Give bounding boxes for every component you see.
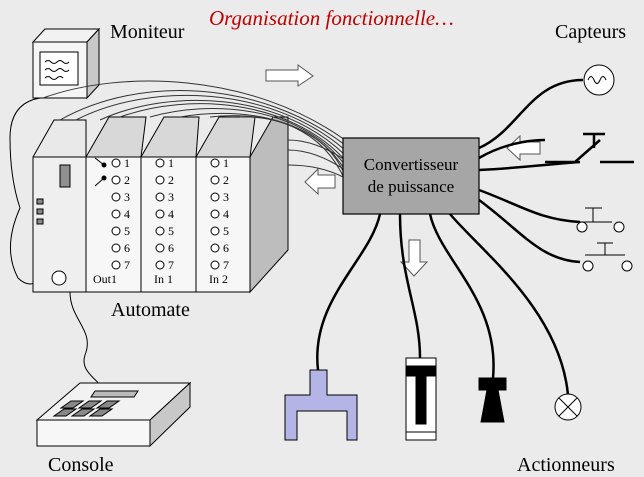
channel-number: 3 <box>124 190 130 204</box>
channel-number: 6 <box>223 241 229 255</box>
label-actionneurs: Actionneurs <box>517 454 615 476</box>
label-capteurs: Capteurs <box>555 21 627 43</box>
converter-label: Convertisseur de puissance <box>343 138 479 214</box>
channel-number: 4 <box>124 207 130 221</box>
channel-number: 4 <box>223 207 229 221</box>
horn-icon <box>478 377 507 423</box>
gripper-icon <box>284 369 358 441</box>
channel-number: 1 <box>124 156 130 170</box>
plc-icon <box>32 116 289 294</box>
cylinder-icon <box>405 357 437 441</box>
switch-icon <box>545 132 634 164</box>
converter-box <box>342 137 480 215</box>
console-icon <box>35 381 192 448</box>
channel-number: 3 <box>223 190 229 204</box>
pushbutton-icon <box>575 207 625 233</box>
label-automate: Automate <box>111 299 190 321</box>
label-moniteur: Moniteur <box>110 21 185 43</box>
sensor-lamp-icon <box>583 64 615 96</box>
channel-number: 6 <box>124 241 130 255</box>
channel-number: 2 <box>223 173 229 187</box>
module-label-in1: In 1 <box>154 272 173 286</box>
channel-number: 7 <box>223 258 229 272</box>
pushbutton-icon <box>582 242 633 272</box>
channel-number: 6 <box>168 241 174 255</box>
console-cable <box>69 291 101 386</box>
converter-line-1: Convertisseur <box>363 155 459 174</box>
channel-number: 5 <box>223 224 229 238</box>
label-console: Console <box>48 454 114 476</box>
actuator-cables <box>316 213 570 396</box>
channel-number: 3 <box>168 190 174 204</box>
channel-number: 1 <box>223 156 229 170</box>
page-title: Organisation fonctionnelle… <box>209 6 454 30</box>
channel-number: 7 <box>124 258 130 272</box>
sensor-cables <box>478 78 584 264</box>
channel-number: 1 <box>168 156 174 170</box>
channel-number: 7 <box>168 258 174 272</box>
module-label-out1: Out1 <box>93 272 117 286</box>
monitor-icon <box>9 27 101 285</box>
channel-number: 2 <box>124 173 130 187</box>
channel-number: 5 <box>124 224 130 238</box>
channel-number: 4 <box>168 207 174 221</box>
converter-line-2: de puissance <box>367 177 455 196</box>
channel-number: 2 <box>168 173 174 187</box>
wiring-bundle <box>42 80 346 181</box>
lamp-icon <box>554 393 582 421</box>
channel-number: 5 <box>168 224 174 238</box>
module-label-in2: In 2 <box>209 272 228 286</box>
